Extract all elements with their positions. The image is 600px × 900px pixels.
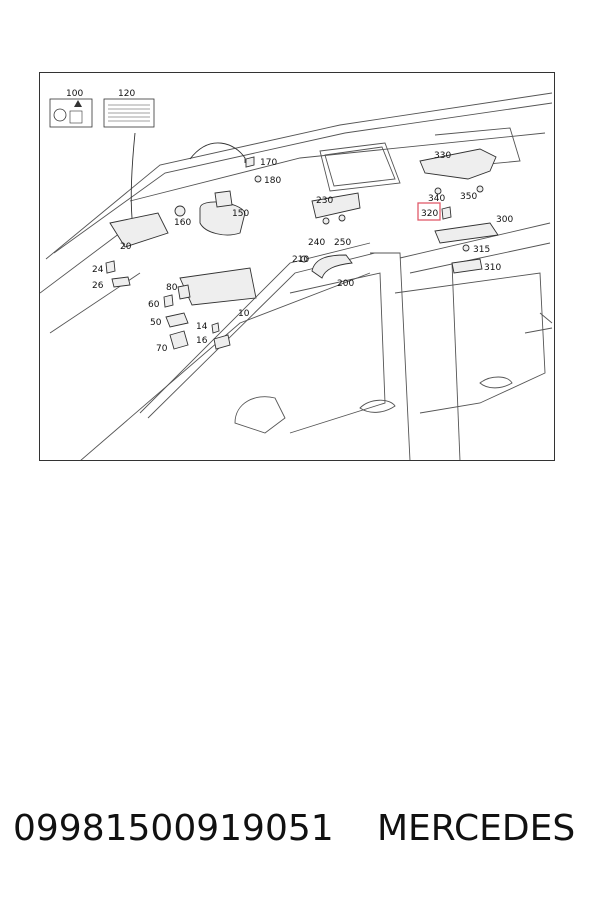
parts-diagram: 100 120 170 180 160 150 20 230 240 250 2… [39, 72, 555, 461]
callout-200: 200 [337, 279, 354, 289]
highlight-box-320 [417, 202, 441, 221]
brand-name: MERCEDES [377, 808, 576, 849]
callout-labels: 100 120 170 180 160 150 20 230 240 250 2… [66, 89, 513, 354]
callout-150: 150 [232, 209, 249, 219]
callout-50: 50 [150, 318, 162, 328]
callout-230: 230 [316, 196, 333, 206]
callout-16: 16 [196, 336, 208, 346]
callout-120: 120 [118, 89, 135, 99]
callout-14: 14 [196, 322, 208, 332]
callout-180: 180 [264, 176, 281, 186]
callout-160: 160 [174, 218, 191, 228]
callout-100: 100 [66, 89, 83, 99]
callout-315: 315 [473, 245, 490, 255]
callout-80: 80 [166, 283, 178, 293]
callout-10: 10 [238, 309, 250, 319]
callout-340: 340 [428, 194, 445, 204]
callout-60: 60 [148, 300, 160, 310]
part-footer: 09981500919051 MERCEDES [0, 808, 600, 860]
callout-170: 170 [260, 158, 277, 168]
warning-label-parts [49, 98, 155, 128]
callout-330: 330 [434, 151, 451, 161]
callout-250: 250 [334, 238, 351, 248]
callout-20: 20 [120, 242, 132, 252]
callout-320: 320 [421, 209, 438, 219]
callout-310: 310 [484, 263, 501, 273]
callout-24: 24 [92, 265, 104, 275]
callout-240: 240 [308, 238, 325, 248]
callout-70: 70 [156, 344, 168, 354]
car-interior-roof-diagram: 100 120 170 180 160 150 20 230 240 250 2… [40, 89, 553, 460]
callout-210: 210 [292, 255, 309, 265]
car-body-lines [40, 92, 553, 460]
part-number: 09981500919051 [13, 808, 334, 849]
callout-350: 350 [460, 192, 477, 202]
callout-26: 26 [92, 281, 104, 291]
callout-300: 300 [496, 215, 513, 225]
component-shapes [105, 132, 499, 350]
